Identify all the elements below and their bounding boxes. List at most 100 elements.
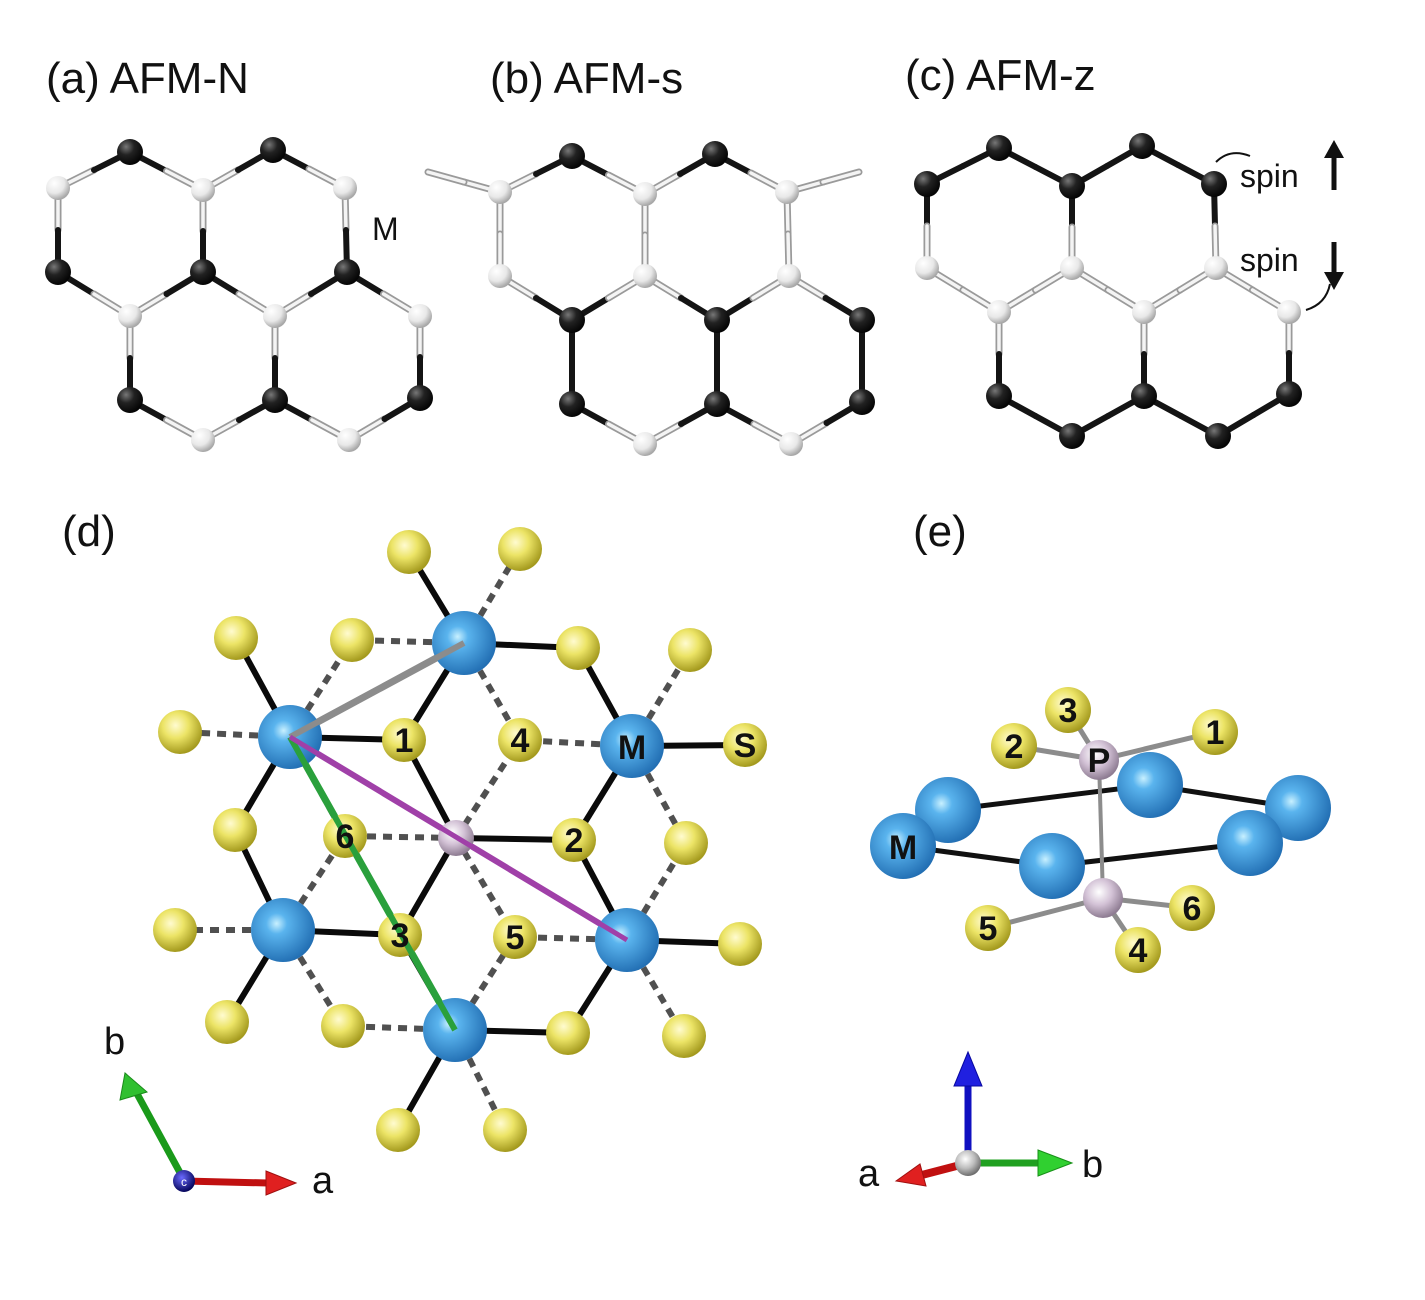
metal-atom-e bbox=[1019, 833, 1085, 899]
spin-down-atom bbox=[915, 256, 939, 280]
spin-down-atom bbox=[1060, 256, 1084, 280]
sulfur-atom bbox=[205, 1000, 249, 1044]
spin-down-atom bbox=[775, 180, 799, 204]
sulfur-number-label: 3 bbox=[391, 917, 410, 955]
metal-atom-e bbox=[1117, 752, 1183, 818]
spin-down-label: spin bbox=[1240, 242, 1299, 278]
sulfur-atom bbox=[498, 718, 542, 762]
sulfur-atom bbox=[158, 710, 202, 754]
sulfur-atom bbox=[213, 808, 257, 852]
sulfur-number-label-e: 6 bbox=[1183, 890, 1202, 928]
sulfur-atom-e bbox=[991, 723, 1037, 769]
spin-up-atom bbox=[334, 259, 360, 285]
sulfur-atom bbox=[556, 626, 600, 670]
spin-up-atom bbox=[704, 307, 730, 333]
spin-down-atom bbox=[488, 264, 512, 288]
spin-down-atom bbox=[408, 304, 432, 328]
spin-down-atom bbox=[1277, 300, 1301, 324]
sulfur-number-label-e: 2 bbox=[1005, 728, 1024, 766]
metal-atom-e bbox=[1217, 810, 1283, 876]
spin-up-atom bbox=[986, 135, 1012, 161]
spin-down-atom bbox=[1132, 300, 1156, 324]
spin-down-atom bbox=[633, 432, 657, 456]
sulfur-atom-e bbox=[1045, 687, 1091, 733]
spin-down-atom bbox=[779, 432, 803, 456]
sulfur-atom-e bbox=[1169, 885, 1215, 931]
spin-down-atom bbox=[263, 304, 287, 328]
metal-atom-e bbox=[915, 777, 981, 843]
spin-up-atom bbox=[704, 391, 730, 417]
panel-a-title: (a) AFM-N bbox=[46, 54, 249, 103]
spin-up-atom bbox=[190, 259, 216, 285]
panel-d-axes: c bbox=[119, 1072, 298, 1196]
axis-a-label-e: a bbox=[858, 1153, 880, 1195]
sulfur-atom bbox=[387, 530, 431, 574]
spin-up-atom bbox=[117, 387, 143, 413]
sulfur-atom bbox=[376, 1108, 420, 1152]
panel-b-title: (b) AFM-s bbox=[490, 54, 683, 103]
sulfur-atom-e bbox=[1192, 709, 1238, 755]
spin-up-atom bbox=[1129, 133, 1155, 159]
axis-b-label-e: b bbox=[1082, 1144, 1103, 1186]
bond-c bbox=[923, 264, 1003, 316]
spin-down-atom bbox=[1204, 256, 1228, 280]
metal-atom bbox=[251, 898, 315, 962]
sulfur-atom bbox=[153, 908, 197, 952]
sulfur-atom bbox=[723, 723, 767, 767]
spin-up-atom bbox=[262, 387, 288, 413]
metal-atom-e bbox=[870, 813, 936, 879]
spin-up-atom bbox=[1131, 383, 1157, 409]
spin-down-atom bbox=[46, 176, 70, 200]
spin-up-atom bbox=[1059, 423, 1085, 449]
spin-up-atom bbox=[559, 307, 585, 333]
sulfur-atom bbox=[552, 818, 596, 862]
bond-b bbox=[783, 188, 793, 280]
sulfur-number-label-e: 3 bbox=[1059, 692, 1078, 730]
metal-atom bbox=[600, 714, 664, 778]
spin-down-leader bbox=[1305, 283, 1331, 311]
metal-bond bbox=[1049, 840, 1253, 869]
metal-label-e: M bbox=[889, 829, 917, 867]
spin-up-atom bbox=[117, 139, 143, 165]
metal-atom-e bbox=[1265, 775, 1331, 841]
spin-up-atom bbox=[849, 307, 875, 333]
spin-down-atom bbox=[987, 300, 1011, 324]
axis-origin-ball bbox=[955, 1150, 981, 1176]
sulfur-atom bbox=[493, 915, 537, 959]
spin-up-atom bbox=[986, 383, 1012, 409]
panel-e-title: (e) bbox=[913, 507, 967, 556]
sulfur-atom bbox=[321, 1004, 365, 1048]
spin-up-atom bbox=[45, 259, 71, 285]
spin-up-atom bbox=[559, 391, 585, 417]
sulfur-number-label-e: 4 bbox=[1129, 932, 1148, 970]
spin-up-atom bbox=[1205, 423, 1231, 449]
spin-up-atom bbox=[559, 143, 585, 169]
spin-down-atom bbox=[633, 264, 657, 288]
dashed-bond bbox=[344, 833, 457, 841]
axis-b-label-d: b bbox=[104, 1021, 125, 1063]
spin-up-atom bbox=[849, 389, 875, 415]
bond-c bbox=[995, 264, 1076, 316]
panel-c-title: (c) AFM-z bbox=[905, 51, 1096, 100]
spin-down-atom bbox=[191, 178, 215, 202]
p-p-bond bbox=[1097, 758, 1105, 900]
spin-up-atom bbox=[914, 171, 940, 197]
axis-a-label-d: a bbox=[312, 1160, 334, 1202]
sulfur-number-label: 6 bbox=[336, 818, 355, 856]
spin-up-atom bbox=[260, 137, 286, 163]
panel-a-metal-label: M bbox=[372, 211, 399, 247]
panel-a-lattice bbox=[45, 137, 433, 452]
sulfur-atom bbox=[382, 718, 426, 762]
spin-up-leader bbox=[1215, 152, 1251, 163]
panel-c-lattice bbox=[914, 133, 1302, 449]
phosphorus-atom-top bbox=[1079, 740, 1119, 780]
sulfur-atom-e bbox=[1115, 927, 1161, 973]
sulfur-atom bbox=[330, 618, 374, 662]
spin-down-atom bbox=[333, 176, 357, 200]
spin-up-arrow-icon bbox=[1324, 140, 1344, 190]
metal-label-d: M bbox=[618, 729, 646, 767]
sulfur-number-label-e: 5 bbox=[979, 910, 998, 948]
sulfur-number-label: 5 bbox=[506, 919, 525, 957]
